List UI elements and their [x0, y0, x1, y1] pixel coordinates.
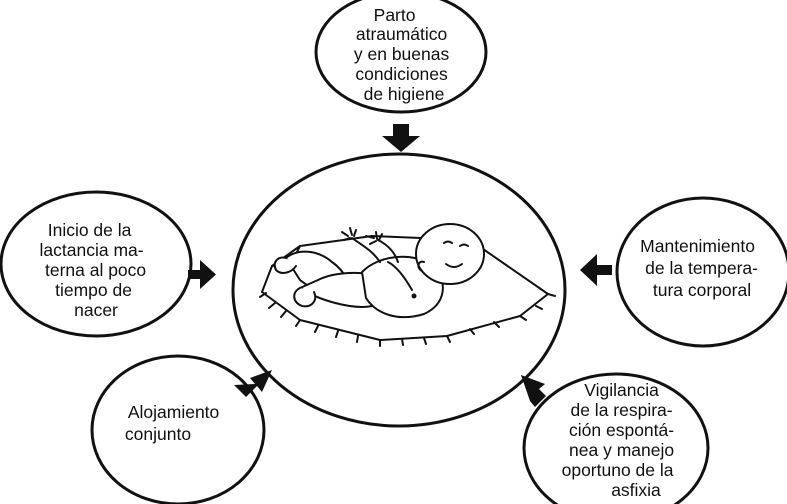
node-bottom-right-line: nea y manejo: [569, 440, 674, 460]
node-bottom-right-line: de la respira-: [570, 400, 672, 420]
node-bottom-left-text: Alojamiento conjunto: [125, 402, 224, 444]
node-top-line: condiciones: [355, 64, 448, 84]
center-node: [231, 152, 567, 428]
baby-hand-left: [341, 227, 357, 241]
arrow-up-right-icon: [234, 370, 272, 397]
baby-hand-right: [365, 231, 383, 245]
node-top-text: Parto atraumático y en buenas condicione…: [354, 5, 454, 104]
node-bottom-right-text: Vigilancia de la respira- ción espontá- …: [562, 380, 679, 500]
node-right-circle: [615, 196, 787, 348]
node-right-text: Mantenimiento de la tempera- tura corpor…: [640, 236, 763, 300]
node-right-line: Mantenimiento: [640, 236, 755, 256]
blanket-fringe: [259, 292, 556, 347]
node-left-line: nacer: [74, 300, 118, 320]
node-left-line: terna al poco: [45, 260, 146, 280]
arrow-down-icon: [382, 124, 420, 152]
baby-mouth: [445, 263, 463, 268]
newborn-illustration: [259, 223, 556, 347]
node-bottom-left-circle: [90, 354, 266, 504]
node-left-line: lactancia ma-: [40, 240, 144, 260]
baby-head: [415, 223, 485, 285]
baby-navel: [411, 293, 417, 299]
arrow-right-icon: [188, 260, 216, 289]
node-left-line: tiempo de: [55, 280, 132, 300]
node-top-line: Parto: [374, 5, 416, 25]
node-right-line: tura corporal: [653, 280, 751, 300]
node-top-line: de higiene: [364, 84, 445, 104]
baby-arm-near: [387, 261, 413, 291]
baby-eye-left: [443, 240, 453, 244]
arrows: [188, 124, 612, 408]
arrow-left-icon: [580, 254, 612, 286]
arrow-up-left-icon: [521, 375, 558, 408]
node-bottom-left: Alojamiento conjunto: [90, 354, 266, 504]
baby-arm-right: [377, 239, 399, 263]
baby-ear: [417, 260, 425, 272]
node-right-line: de la tempera-: [645, 258, 758, 278]
node-bottom-right-line: Vigilancia: [584, 380, 659, 400]
node-bottom-left-line: conjunto: [125, 424, 191, 444]
node-left-text: Inicio de la lactancia ma- terna al poco…: [40, 220, 152, 320]
baby-arm-left: [351, 237, 381, 263]
node-bottom-right-line: oportuno de la: [562, 460, 674, 480]
baby-foot-front: [293, 287, 317, 308]
node-bottom-left-line: Alojamiento: [128, 402, 219, 422]
baby-foot-back: [273, 256, 297, 274]
node-bottom-right-line: asfixia: [611, 480, 661, 500]
node-top-circle: [314, 0, 488, 114]
node-top-line: y en buenas: [354, 44, 450, 64]
node-bottom-right: Vigilancia de la respira- ción espontá- …: [522, 372, 710, 504]
node-left-circle: [0, 190, 193, 338]
node-left-line: Inicio de la: [48, 220, 132, 240]
node-top-line: atraumático: [356, 24, 447, 44]
node-bottom-right-line: ción espontá-: [569, 420, 674, 440]
node-bottom-right-circle: [522, 372, 710, 504]
baby-eye-right: [459, 243, 469, 247]
node-top: Parto atraumático y en buenas condicione…: [314, 0, 488, 114]
node-left: Inicio de la lactancia ma- terna al poco…: [0, 190, 193, 338]
node-right: Mantenimiento de la tempera- tura corpor…: [615, 196, 787, 348]
